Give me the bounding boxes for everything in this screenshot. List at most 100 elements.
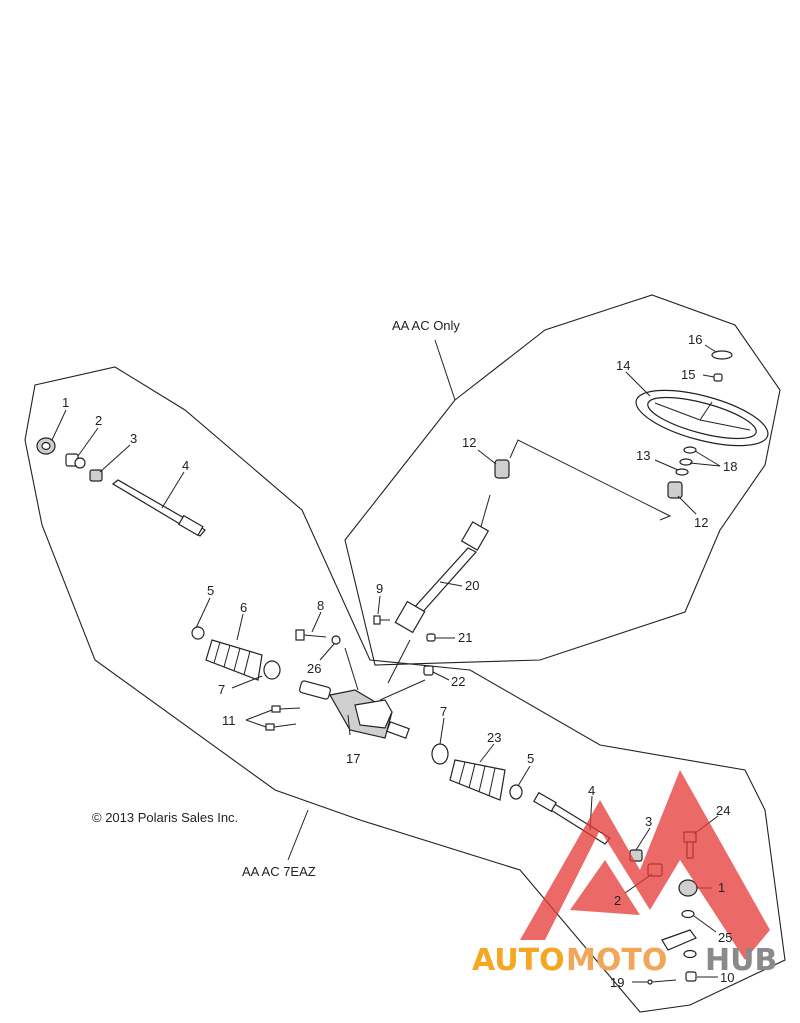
- part-inner-tie-rod-left: [111, 479, 206, 537]
- part-clamp-boot-right: [431, 743, 449, 765]
- callout-9: 9: [376, 581, 383, 596]
- leader-13: [654, 459, 679, 471]
- leader-22-rack: [379, 679, 426, 701]
- part-nut-left: [89, 469, 103, 482]
- leader-5b: [517, 765, 531, 787]
- watermark-text-hub: HUB: [705, 943, 777, 978]
- part-nut-21: [426, 633, 436, 642]
- leader-25: [693, 915, 717, 933]
- leader-3a: [99, 444, 131, 473]
- callout-7: 7: [218, 682, 225, 697]
- callout-14: 14: [616, 358, 630, 373]
- part-washers-18: [675, 446, 697, 476]
- part-bolt-9: [373, 615, 390, 625]
- leader-17: [347, 714, 351, 736]
- callout-26: 26: [307, 661, 321, 676]
- leader-26: [319, 643, 335, 661]
- watermark-triangle-inner: [570, 860, 640, 915]
- part-clamp-boot-left: [263, 660, 281, 680]
- callout-13: 13: [636, 448, 650, 463]
- callout-18: 18: [723, 459, 737, 474]
- callout-1: 1: [718, 880, 725, 895]
- part-tie-rod-end-left: [36, 437, 56, 455]
- part-nut-10: [685, 971, 697, 982]
- leader-23: [479, 743, 495, 763]
- part-bushing-12a: [494, 459, 510, 479]
- callout-4: 4: [588, 783, 595, 798]
- copyright-text: © 2013 Polaris Sales Inc.: [92, 810, 238, 825]
- part-jam-nut-left: [65, 453, 86, 469]
- callout-11: 11: [222, 713, 236, 728]
- leader-11b: [245, 719, 267, 728]
- leader-8: [311, 611, 322, 633]
- part-bellows-boot-left: [205, 639, 263, 681]
- leader-shaft-rack: [387, 639, 411, 684]
- callout-1: 1: [62, 395, 69, 410]
- part-washer-26: [331, 635, 341, 645]
- leader-rack-top: [344, 647, 359, 691]
- callout-17: 17: [346, 751, 360, 766]
- group-label-aa-ac-only: AA AC Only: [392, 318, 460, 333]
- callout-24: 24: [716, 803, 730, 818]
- callout-12: 12: [694, 515, 708, 530]
- watermark-text-auto: AUTO: [472, 943, 565, 978]
- callout-7: 7: [440, 704, 447, 719]
- leader-1a: [51, 409, 67, 441]
- leader-15: [702, 374, 715, 378]
- part-cotter-pin-19: [647, 979, 677, 985]
- callout-8: 8: [317, 598, 324, 613]
- part-bolts-11: [265, 705, 301, 731]
- leader-6: [236, 613, 244, 641]
- part-cap-16: [711, 350, 733, 360]
- leader-2a: [77, 427, 99, 457]
- part-steering-shaft-20: [394, 494, 491, 634]
- part-clamp-left: [191, 626, 205, 640]
- callout-19: 19: [610, 975, 624, 990]
- leader-12a: [477, 449, 497, 465]
- leader-18a: [694, 450, 721, 467]
- callout-20: 20: [465, 578, 479, 593]
- callout-10: 10: [720, 970, 734, 985]
- callout-21: 21: [458, 630, 472, 645]
- callout-3: 3: [130, 431, 137, 446]
- watermark-logo: [520, 770, 770, 960]
- callout-23: 23: [487, 730, 501, 745]
- part-steering-rack-17: [299, 680, 410, 739]
- callout-4: 4: [182, 458, 189, 473]
- leader-12b: [677, 495, 697, 515]
- part-bushing-12b: [667, 481, 683, 499]
- part-tie-rod-end-right: [678, 879, 698, 897]
- leader-20: [439, 581, 463, 587]
- callout-16: 16: [688, 332, 702, 347]
- leader-22: [432, 671, 450, 681]
- part-bellows-boot-right: [449, 759, 506, 801]
- callout-25: 25: [718, 930, 732, 945]
- part-steering-wheel-14: [635, 389, 769, 447]
- group-outline-aa-ac-only: [344, 294, 781, 666]
- leader-16: [704, 344, 717, 353]
- leader-18b: [689, 462, 721, 467]
- watermark-text-moto: MOTO: [566, 943, 667, 978]
- callout-2: 2: [614, 893, 621, 908]
- leader-11a: [245, 709, 273, 721]
- leader-aa-ac-7eaz: [287, 809, 309, 861]
- leader-7b: [439, 717, 445, 745]
- group-label-aa-ac-7eaz: AA AC 7EAZ: [242, 864, 316, 879]
- part-washer-25: [681, 909, 697, 959]
- leader-5a: [195, 597, 211, 629]
- watermark-text: AUTO MOTO HUB: [472, 943, 777, 978]
- leader-9: [377, 595, 381, 615]
- leader-3b: [635, 827, 651, 851]
- callout-15: 15: [681, 367, 695, 382]
- part-nut-15: [713, 373, 723, 382]
- watermark-triangle-outer: [520, 770, 770, 960]
- part-arm: [661, 929, 697, 951]
- callout-6: 6: [240, 600, 247, 615]
- leader-4a: [161, 471, 185, 509]
- leader-aa-ac-only: [434, 339, 456, 401]
- leader-14: [625, 371, 651, 397]
- callout-5: 5: [207, 583, 214, 598]
- part-clamp-right: [509, 784, 523, 800]
- callout-12: 12: [462, 435, 476, 450]
